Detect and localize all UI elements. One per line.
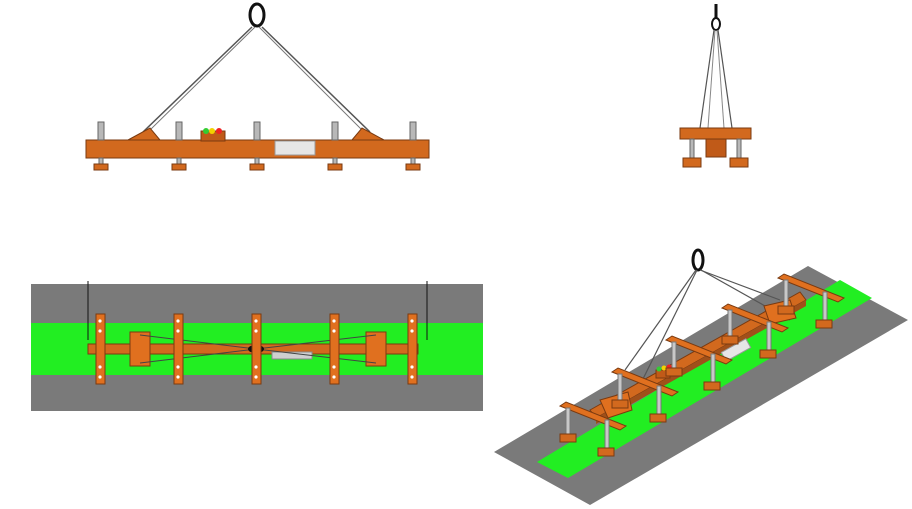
iso-green-lane <box>537 280 872 478</box>
magnet-unit <box>327 121 343 171</box>
lamp-red <box>216 128 222 134</box>
side-view <box>679 4 752 168</box>
electrical-panel <box>274 140 316 156</box>
side-rope <box>707 29 716 129</box>
iso-main-beam-side <box>596 300 806 424</box>
cross-beam <box>679 127 752 140</box>
top-rope <box>255 334 377 350</box>
side-rope <box>716 29 725 129</box>
cross-bar <box>407 313 418 385</box>
top-rope <box>139 334 257 350</box>
iso-magnet-unit <box>610 367 680 423</box>
iso-rope <box>699 269 781 301</box>
magnet-unit <box>171 121 187 171</box>
iso-cross-bars <box>558 273 846 457</box>
side-magnet <box>729 157 749 168</box>
rope-right <box>261 26 371 133</box>
side-post <box>736 138 742 160</box>
iso-magnet-unit <box>776 273 846 329</box>
isometric-view <box>494 248 908 505</box>
iso-lamp-yellow <box>661 365 667 371</box>
front-view <box>85 2 430 171</box>
center-block <box>705 138 727 158</box>
magnet-unit <box>405 121 421 171</box>
cross-bar <box>329 313 340 385</box>
magnet-unit <box>93 121 109 171</box>
cross-bar <box>251 313 262 385</box>
lamp-green <box>203 128 209 134</box>
lifting-ring-icon <box>248 2 266 28</box>
iso-lamp-green <box>656 366 662 372</box>
iso-magnet-unit <box>664 335 734 391</box>
rope-left-2 <box>149 26 256 131</box>
cross-bar <box>173 313 184 385</box>
side-rope <box>699 29 715 129</box>
hook-ring-icon <box>711 17 721 31</box>
main-beam <box>85 139 430 159</box>
iso-magnet-unit <box>720 303 790 359</box>
gusset-right <box>350 127 385 141</box>
side-magnet <box>682 157 702 168</box>
top-end-block <box>365 331 387 367</box>
bolt-holes <box>98 319 414 379</box>
gusset-left <box>127 127 162 141</box>
lamp-yellow <box>209 128 215 134</box>
magnet-unit <box>249 121 265 171</box>
iso-rope <box>639 269 698 386</box>
side-rope <box>717 29 733 129</box>
top-end-block <box>129 331 151 367</box>
top-rope <box>139 348 257 364</box>
iso-magnet-unit <box>558 401 628 457</box>
top-cross-bars <box>95 313 418 385</box>
cross-bar <box>95 313 106 385</box>
front-magnets <box>93 121 421 171</box>
top-view <box>31 281 483 411</box>
iso-rope <box>624 269 697 371</box>
rope-left <box>142 26 253 133</box>
iso-ring-icon <box>691 248 705 272</box>
side-post <box>689 138 695 160</box>
rope-right-2 <box>258 26 363 131</box>
top-rope <box>255 348 377 364</box>
